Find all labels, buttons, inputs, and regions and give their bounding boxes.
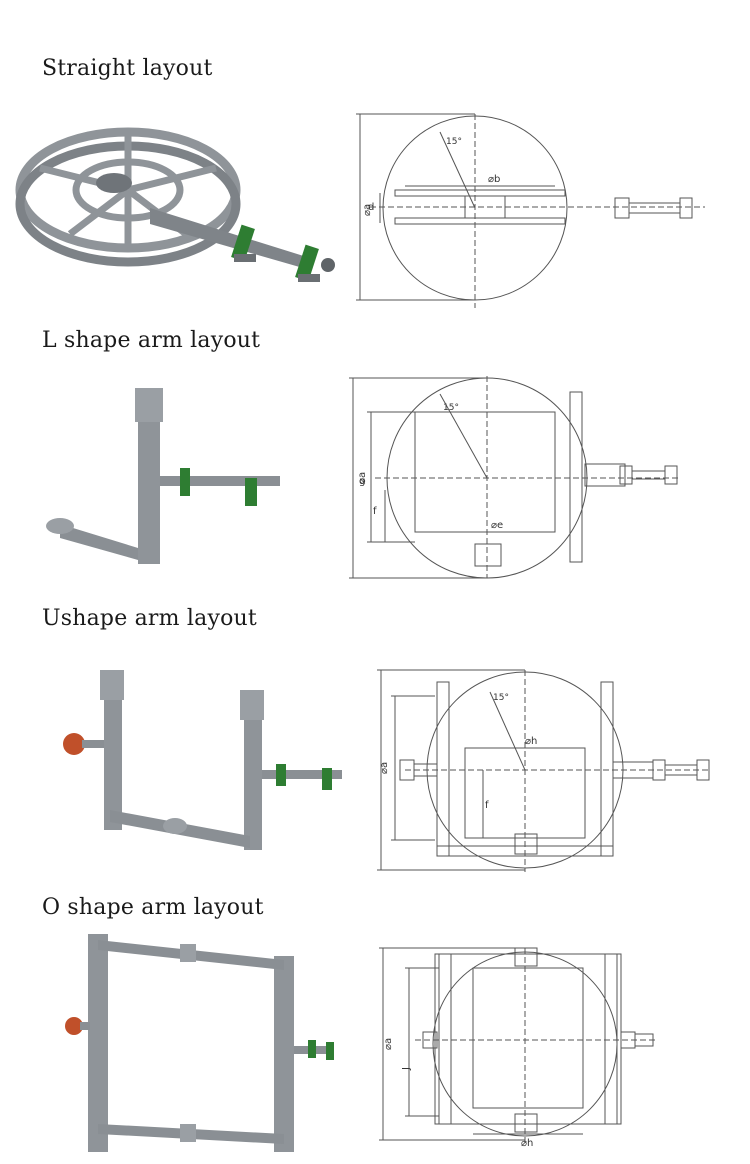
dim-label-h: ⌀h <box>521 1138 533 1149</box>
section-title-o-shape: O shape arm layout <box>42 895 264 920</box>
u-shape-layout-drawing: ⌀a ⌀h f 15° <box>377 669 710 872</box>
o-shape-layout-drawing: ⌀a J ⌀h <box>379 947 655 1149</box>
dim-label-b: ⌀b <box>488 174 500 185</box>
section-title-straight: Straight layout <box>42 56 213 81</box>
dim-label-g: g <box>359 476 365 487</box>
section-title-l-shape: L shape arm layout <box>42 328 261 353</box>
dim-label-h: ⌀h <box>525 736 537 747</box>
dim-label-e: ⌀e <box>491 520 503 531</box>
l-shape-layout-render <box>46 388 280 564</box>
dim-label-a: ⌀a <box>357 472 368 484</box>
u-shape-layout-render <box>63 670 342 850</box>
dim-label-angle: 15° <box>443 403 459 413</box>
o-shape-layout-render <box>65 934 334 1152</box>
dim-label-angle: 15° <box>493 693 509 703</box>
dim-label-d: d <box>368 202 374 213</box>
l-shape-layout-drawing: ⌀a g f ⌀e 15° <box>349 376 680 579</box>
straight-layout-drawing: ⌀a d ⌀b 15° <box>356 113 705 308</box>
dim-label-a: ⌀a <box>362 204 373 216</box>
straight-layout-render <box>15 127 335 282</box>
dim-label-f: f <box>485 800 489 811</box>
section-title-u-shape: Ushape arm layout <box>42 606 257 631</box>
dim-label-a: ⌀a <box>379 762 390 774</box>
dim-label-angle: 15° <box>446 137 462 147</box>
dim-label-j: J <box>401 1067 412 1071</box>
dim-label-a: ⌀a <box>383 1038 394 1050</box>
dim-label-f: f <box>373 506 377 517</box>
